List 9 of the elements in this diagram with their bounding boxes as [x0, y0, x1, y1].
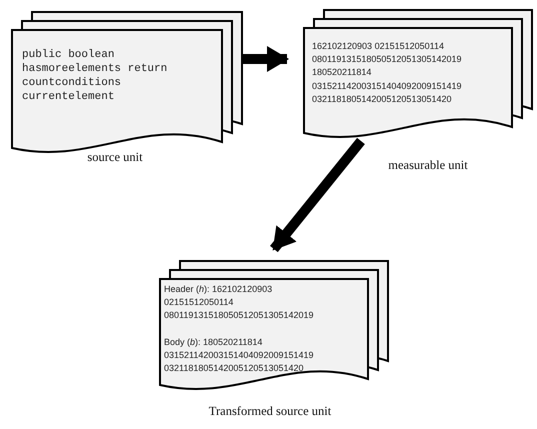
arrow — [242, 46, 289, 72]
encoded-text: Header (h): 162102120903 02151512050114 080119131518050512051305142019 — [164, 283, 314, 322]
encoded-text: Body (b): 180520211814 031521142003151404092009151419 0321181805142005120513051420 — [164, 336, 314, 376]
node-label: Transformed source unit — [208, 404, 332, 419]
node-label: source unit — [87, 150, 143, 165]
arrow — [270, 138, 365, 252]
node-label: measurable unit — [388, 158, 468, 173]
encoded-text: 162102120903 02151512050114 080119131518050512051305142019 180520211814 031521142003151404092009151419 0321181805142005120513051420 — [312, 40, 462, 106]
code-text: public boolean hasmoreelements return countconditions currentelement — [22, 48, 168, 104]
